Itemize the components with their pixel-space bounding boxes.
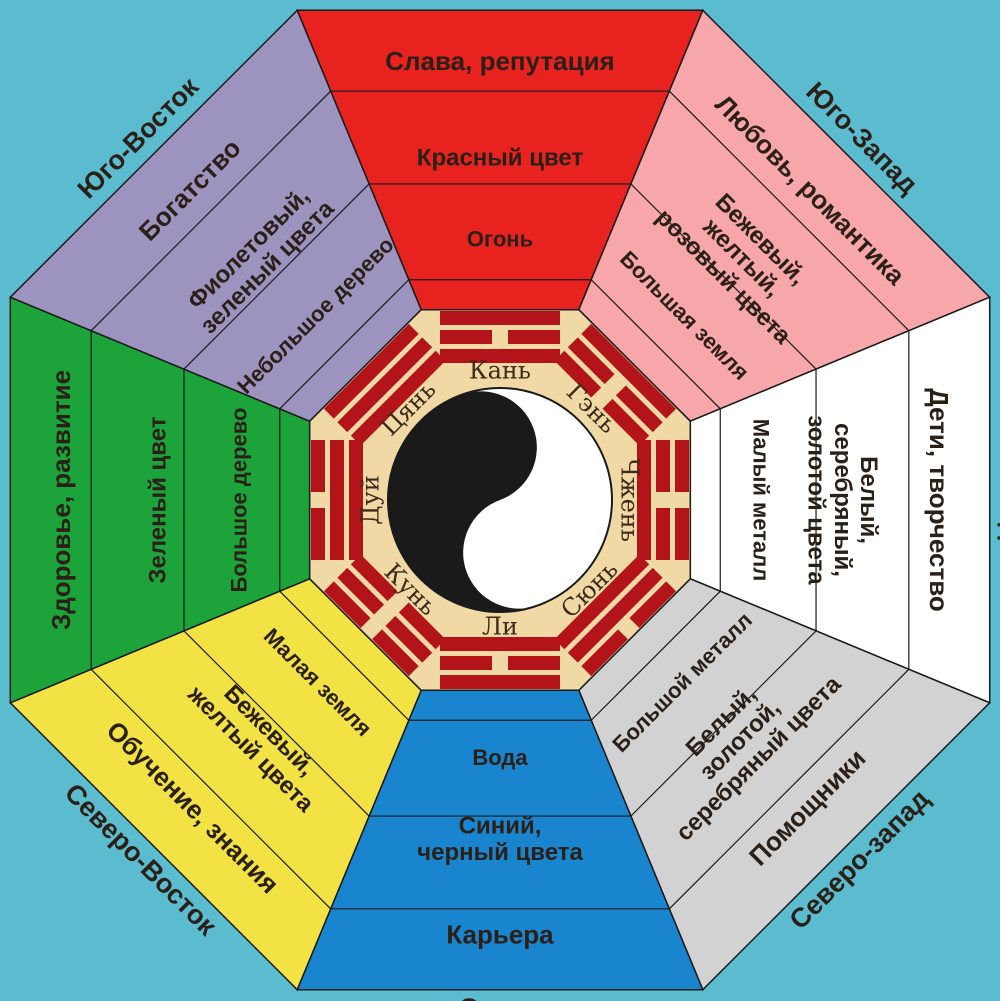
trigram-name-4: Ли [482,613,518,641]
sector-south-direction: Юг [480,0,519,3]
sector-north-aspect: Карьера [446,920,554,950]
sector-north-element: Вода [472,745,528,770]
trigram-line-broken [581,629,628,677]
trigram-line-broken [567,337,615,385]
trigram-line-broken [311,508,325,560]
trigram-line-broken [656,440,670,492]
trigram-line-solid [337,337,433,433]
trigram-line-broken [440,656,492,670]
trigram-line-broken [656,508,670,560]
trigram-line-broken [629,581,677,628]
trigram-line-solid [440,349,560,363]
trigram-line-broken [602,398,650,446]
band-divider [668,90,910,332]
trigram-line-broken [372,629,419,677]
trigram-name-2: Чжень [616,458,644,542]
trigram-line-solid [581,323,677,419]
band-divider [183,630,370,817]
band-divider [590,279,721,410]
sector-west: Малый металл Белый,серебряный,золотой цве… [689,296,1000,704]
band-divider [630,630,817,817]
band-divider [630,183,817,370]
sector-west-element: Малый металл [749,419,774,581]
trigram-2: Чжень [616,440,689,560]
trigram-line-broken [554,350,602,398]
trigram-line-solid [440,637,560,651]
trigram-line-solid [554,554,650,650]
yin-yang-symbol [387,387,613,613]
trigram-line-broken [385,615,433,663]
sector-west-aspect: Дети, творчество [924,388,954,612]
band-divider [90,90,332,332]
trigram-line-broken [311,440,325,492]
sector-south-element: Огонь [467,226,533,251]
trigram-line-broken [440,330,492,344]
trigram-line-solid [440,311,560,325]
sector-east-direction: Восток [0,453,3,547]
sector-west-color-name: Белый,серебряный,золотой цвета [802,415,882,585]
yin-yang-light-half [461,388,612,609]
trigram-line-solid [323,323,419,419]
trigram-line-broken [675,508,689,560]
trigram-line-broken [508,330,560,344]
trigram-line-broken [350,554,398,602]
sector-east-aspect: Здоровье, развитие [46,370,76,630]
trigram-line-broken [398,602,446,650]
band-divider [590,590,721,721]
band-divider [279,590,410,721]
trigram-6: Дуй [311,440,385,560]
trigram-name-0: Кань [469,357,531,385]
trigram-7: Цянь [323,323,446,446]
sector-north-color-name: Синий,черный цвета [417,813,583,866]
trigram-line-solid [330,440,344,560]
yin-yang-dark-dot [463,430,499,465]
sector-east-element: Большое дерево [226,408,251,593]
trigram-line-broken [615,385,663,433]
trigram-0: Кань [440,311,560,385]
trigram-line-solid [349,440,363,560]
trigram-line-broken [337,567,385,615]
band-divider [279,279,410,410]
trigram-name-6: Дуй [357,475,385,525]
trigram-line-solid [350,350,446,446]
trigram-line-solid [637,440,651,560]
sector-south-aspect: Слава, репутация [385,46,614,76]
trigram-line-broken [675,440,689,492]
yin-yang-light-dot [501,535,537,570]
band-divider [668,668,910,910]
sector-south: Огонь Красный цвет Слава, репутация Юг [296,0,704,311]
band-divider [90,668,332,910]
trigram-4: Ли [440,613,560,689]
trigram-line-broken [323,581,371,628]
trigram-line-broken [508,656,560,670]
sector-north-direction: Север [459,993,541,1001]
sector-east-color-name: Зеленый цвет [145,416,172,583]
trigram-line-solid [567,567,663,663]
sector-south-color-name: Красный цвет [417,145,584,172]
band-divider [183,183,370,370]
trigram-line-solid [440,675,560,689]
sector-west-direction: Запад [997,460,1000,540]
